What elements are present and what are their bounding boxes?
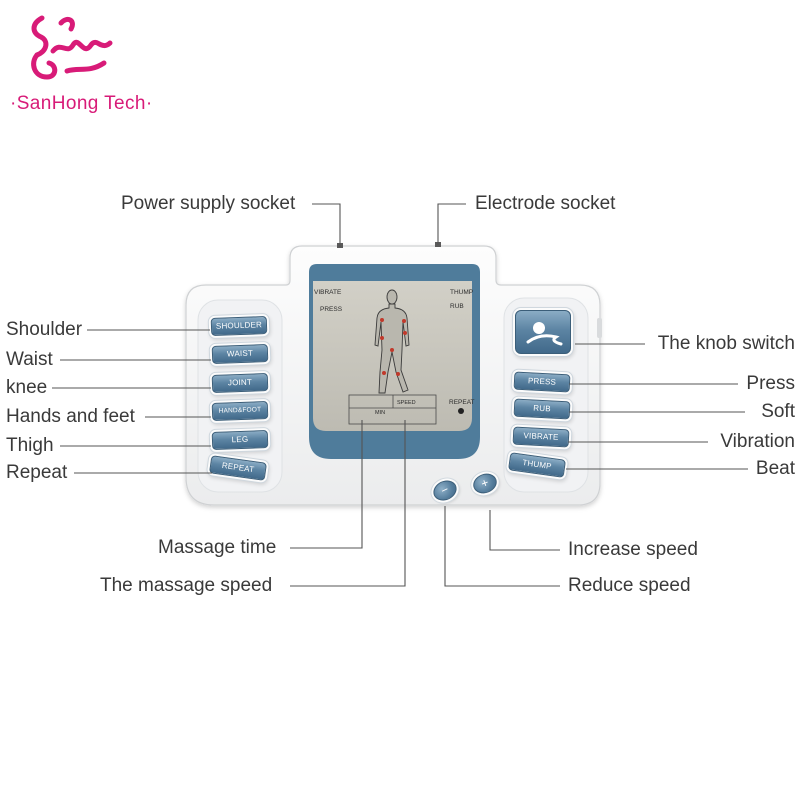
knob-switch-dial: [597, 318, 602, 338]
logo-stroke-wave: [50, 39, 113, 54]
callout-power-supply-socket: Power supply socket: [121, 193, 296, 214]
callout-repeat: Repeat: [6, 462, 68, 483]
knob-switch-icon: [526, 322, 563, 346]
acupoint-elbow-right: [403, 331, 407, 335]
callout-waist: Waist: [6, 349, 53, 370]
callout-massage-time: Massage time: [158, 537, 277, 558]
acupoint-elbow-left: [380, 336, 384, 340]
logo-stroke-swoosh: [64, 60, 107, 74]
rub-button: RUB: [513, 398, 571, 420]
knob-switch-button: [515, 310, 571, 354]
leg-button: LEG: [211, 430, 269, 450]
callout-electrode-socket: Electrode socket: [475, 193, 616, 214]
lcd-label-vibrate: VIBRATE: [314, 289, 342, 296]
lcd-label-speed: SPEED: [397, 400, 416, 406]
callout-hands-and-feet: Hands and feet: [6, 406, 135, 427]
acupoint-knee-right: [396, 372, 400, 376]
callout-reduce-speed: Reduce speed: [568, 575, 691, 596]
callout-press: Press: [746, 373, 795, 394]
acupoint-knee-left: [382, 371, 386, 375]
acupoint-shoulder-left: [380, 318, 384, 322]
electrode-socket: [435, 242, 441, 247]
callout-vibration: Vibration: [720, 431, 795, 452]
callout-massage-speed: The massage speed: [100, 575, 273, 596]
figure-head: [386, 289, 398, 305]
swan-logo-icon: [31, 15, 113, 80]
acupoint-waist: [390, 348, 394, 352]
lcd-label-repeat: REPEAT: [449, 399, 475, 406]
acupoint-shoulder-right: [402, 319, 406, 323]
joint-button: JOINT: [211, 373, 269, 393]
lcd-label-thump: THUMP: [450, 289, 473, 296]
human-body-icon: [374, 289, 410, 394]
lcd-repeat-indicator: [458, 408, 464, 414]
shoulder-button: SHOULDER: [210, 316, 268, 336]
callout-soft: Soft: [761, 401, 795, 422]
logo-stroke-loop: [31, 52, 58, 80]
callout-knee: knee: [6, 377, 48, 398]
brand-name: ·SanHong Tech·: [10, 93, 153, 114]
callout-thigh: Thigh: [6, 435, 54, 456]
power-supply-socket: [337, 243, 343, 248]
waist-button: WAIST: [211, 344, 269, 364]
callout-knob-switch: The knob switch: [657, 333, 795, 354]
callout-beat: Beat: [755, 458, 795, 479]
press-button: PRESS: [513, 371, 571, 393]
lcd-label-rub: RUB: [450, 303, 464, 310]
lcd-label-press: PRESS: [320, 306, 343, 313]
logo-stroke-neck: [31, 15, 49, 58]
callout-increase-speed: Increase speed: [568, 539, 698, 560]
lcd-label-time: MIN: [375, 410, 385, 416]
logo-stroke-hook: [58, 16, 75, 32]
callout-shoulder: Shoulder: [6, 319, 83, 340]
vibrate-button: VIBRATE: [512, 426, 570, 448]
hand-foot-button: HAND&FOOT: [211, 401, 269, 421]
